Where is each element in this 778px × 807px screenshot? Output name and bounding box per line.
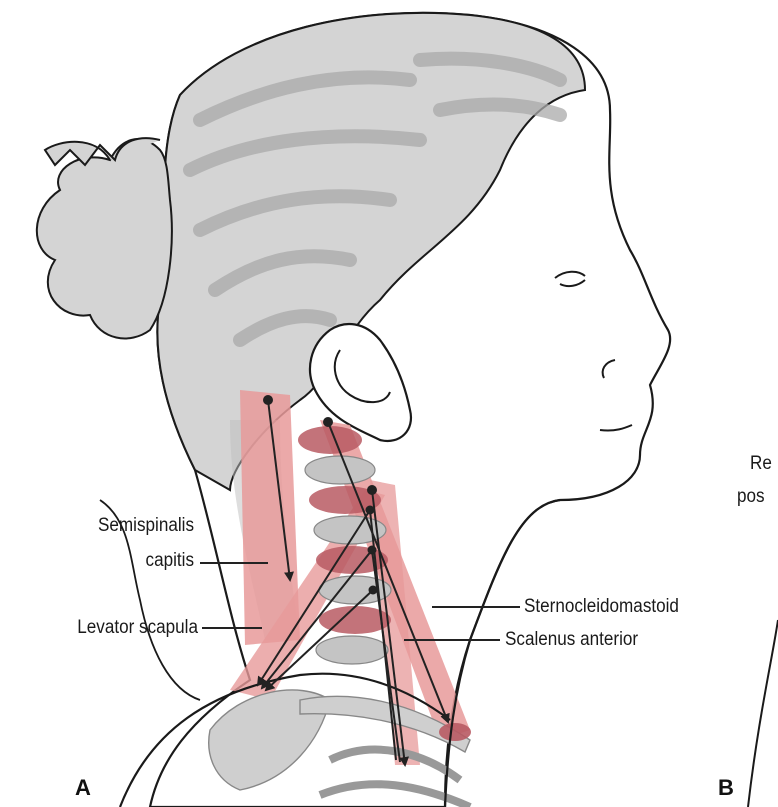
label-semispinalis-line2: capitis — [50, 549, 194, 573]
label-sternocleidomastoid: Sternocleidomastoid — [524, 595, 679, 619]
label-clipped-line2: pos — [737, 485, 765, 509]
panel-b-outline — [748, 620, 778, 807]
sternoclavicular-insertion — [439, 723, 471, 741]
label-levator-scapula: Levator scapula — [20, 616, 198, 640]
panel-label-b: B — [718, 775, 734, 801]
label-semispinalis-line1: Semispinalis — [50, 514, 194, 538]
label-scalenus-anterior: Scalenus anterior — [505, 628, 638, 652]
panel-label-a: A — [75, 775, 91, 801]
label-clipped-line1: Re — [750, 452, 772, 476]
hair-bun — [37, 139, 172, 338]
